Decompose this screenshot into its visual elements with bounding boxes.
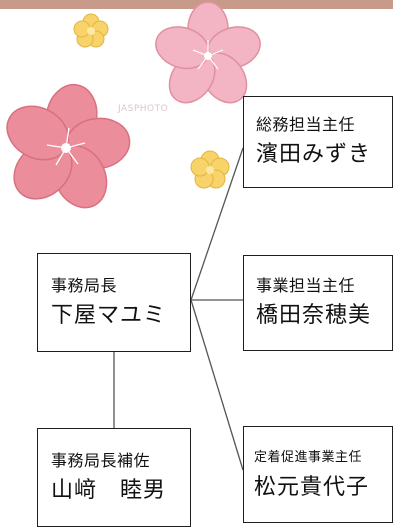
person-name: 濱田みずき (256, 142, 372, 167)
watermark-text: JASPHOTO (118, 104, 169, 114)
person-name: 下屋マユミ (51, 302, 167, 328)
connector-line (190, 147, 244, 301)
org-box-retention: 定着促進事業主任 松元貴代子 (243, 426, 393, 523)
top-border (0, 0, 393, 9)
role-label: 事業担当主任 (256, 276, 356, 295)
role-label: 事務局長 (51, 275, 118, 295)
role-label: 事務局長補佐 (51, 450, 151, 470)
org-box-business: 事業担当主任 橋田奈穂美 (243, 255, 393, 351)
person-name: 松元貴代子 (254, 474, 370, 500)
yellow-flower-icon (73, 13, 109, 48)
rose-flower-icon (6, 83, 131, 209)
role-label: 定着促進事業主任 (254, 449, 363, 465)
person-name: 山﨑 睦男 (51, 477, 167, 503)
org-box-assistant: 事務局長補佐 山﨑 睦男 (37, 428, 191, 527)
yellow-flower-icon (190, 150, 230, 189)
role-label: 総務担当主任 (256, 115, 356, 134)
org-box-head: 事務局長 下屋マユミ (37, 253, 191, 352)
pink-flower-icon (155, 1, 261, 104)
org-box-general-affairs: 総務担当主任 濱田みずき (243, 96, 393, 188)
connector-line (190, 299, 244, 471)
person-name: 橋田奈穂美 (256, 303, 372, 328)
